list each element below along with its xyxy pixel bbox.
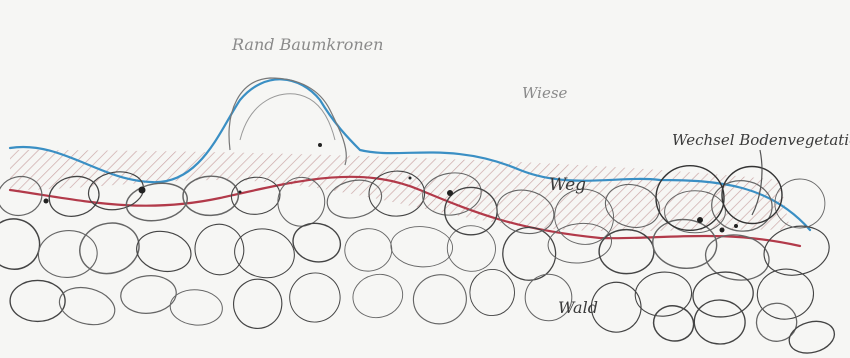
label-wald: Wald [558, 298, 598, 317]
label-wechsel-bodenvegetation: Wechsel Bodenvegetation [672, 131, 850, 149]
label-rand-baumkronen: Rand Baumkronen [231, 35, 383, 54]
label-wiese: Wiese [522, 84, 568, 102]
label-weg: Weg [549, 175, 586, 195]
